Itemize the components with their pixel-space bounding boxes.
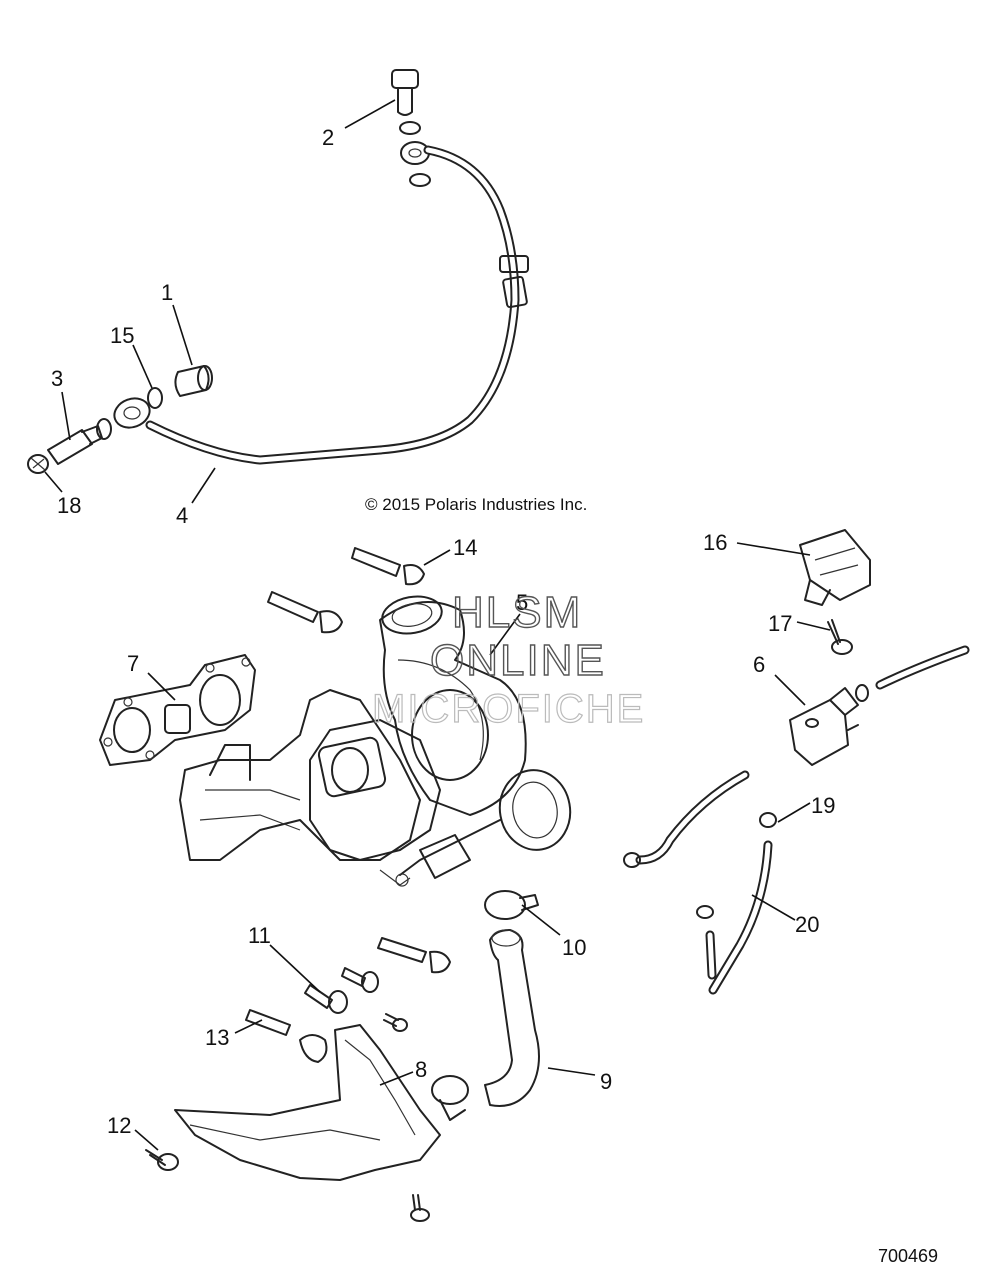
fitting-3 xyxy=(47,425,103,465)
leader-8 xyxy=(379,1071,414,1086)
watermark-line-1: HLSM xyxy=(452,588,582,637)
manifold-gasket-7 xyxy=(99,654,256,766)
hose-top-right xyxy=(875,645,970,690)
watermark-line-2: ONLINE xyxy=(430,636,606,685)
callout-6: 6 xyxy=(753,652,765,677)
heat-shield-8 xyxy=(174,1024,441,1181)
bolt-11 xyxy=(304,984,348,1014)
leader-11 xyxy=(269,944,321,993)
callout-16: 16 xyxy=(703,530,727,555)
hose-middle xyxy=(623,770,750,868)
stud-13 xyxy=(245,1009,291,1036)
solenoid-6 xyxy=(789,687,859,766)
washer-15 xyxy=(147,387,163,409)
watermark-line-3: MICROFICHE xyxy=(372,687,645,731)
callout-1: 1 xyxy=(161,280,173,305)
leader-1 xyxy=(172,304,193,366)
leader-9 xyxy=(547,1067,596,1076)
clamp-10 xyxy=(484,890,539,920)
callout-10: 10 xyxy=(562,935,586,960)
stud-14 xyxy=(351,547,425,586)
leader-4 xyxy=(191,467,216,504)
callout-12: 12 xyxy=(107,1113,131,1138)
callout-15: 15 xyxy=(110,323,134,348)
stud-upper-left xyxy=(267,591,343,634)
callout-13: 13 xyxy=(205,1025,229,1050)
leader-13 xyxy=(234,1019,263,1034)
bolt-bottom xyxy=(410,1194,430,1222)
banjo-fitting-lower xyxy=(113,397,151,429)
bolt-17 xyxy=(827,619,853,655)
leader-7 xyxy=(147,672,176,701)
leader-14 xyxy=(423,549,451,566)
oil-feed-line-4 xyxy=(145,145,529,465)
washer-small xyxy=(96,418,112,440)
clamp-small-right xyxy=(855,684,869,702)
bushing-1 xyxy=(174,365,213,397)
hose-9 xyxy=(484,929,540,1107)
callout-4: 4 xyxy=(176,503,188,528)
leader-19 xyxy=(777,802,811,823)
figure-number: 700469 xyxy=(878,1246,938,1266)
callout-5: 5 xyxy=(516,590,528,615)
leader-2 xyxy=(344,99,396,129)
hose-20 xyxy=(696,840,773,995)
copyright-notice: © 2015 Polaris Industries Inc. xyxy=(365,495,587,514)
leader-6 xyxy=(774,674,806,706)
leader-16 xyxy=(736,542,811,556)
banjo-bolt-2 xyxy=(391,69,419,116)
bolt-lower-center xyxy=(383,1013,408,1032)
leader-12 xyxy=(134,1129,159,1151)
nut-lower-left xyxy=(299,1034,328,1063)
clamp-lower xyxy=(431,1075,469,1121)
callout-7: 7 xyxy=(127,651,139,676)
callout-2: 2 xyxy=(322,125,334,150)
callout-9: 9 xyxy=(600,1069,612,1094)
callout-11: 11 xyxy=(248,923,271,948)
leader-18 xyxy=(44,471,63,493)
callout-8: 8 xyxy=(415,1057,427,1082)
turbocharger-5 xyxy=(179,595,572,887)
bolt-lower-middle xyxy=(341,967,379,993)
cap-19 xyxy=(759,812,777,828)
leader-10 xyxy=(521,904,561,936)
leader-15 xyxy=(132,344,153,389)
callout-17: 17 xyxy=(768,611,792,636)
callout-3: 3 xyxy=(51,366,63,391)
leader-3 xyxy=(61,391,71,441)
washer-upper xyxy=(399,121,421,135)
washer-lower xyxy=(409,173,431,187)
stud-lower-right xyxy=(377,937,451,974)
leader-20 xyxy=(751,894,796,921)
callout-19: 19 xyxy=(811,793,835,818)
leader-5 xyxy=(489,613,521,656)
callout-14: 14 xyxy=(453,535,477,560)
callout-18: 18 xyxy=(57,493,81,518)
leader-17 xyxy=(796,621,831,631)
bolt-12 xyxy=(145,1149,179,1171)
bracket-16 xyxy=(799,529,871,606)
callout-20: 20 xyxy=(795,912,819,937)
cap-18 xyxy=(27,454,49,474)
